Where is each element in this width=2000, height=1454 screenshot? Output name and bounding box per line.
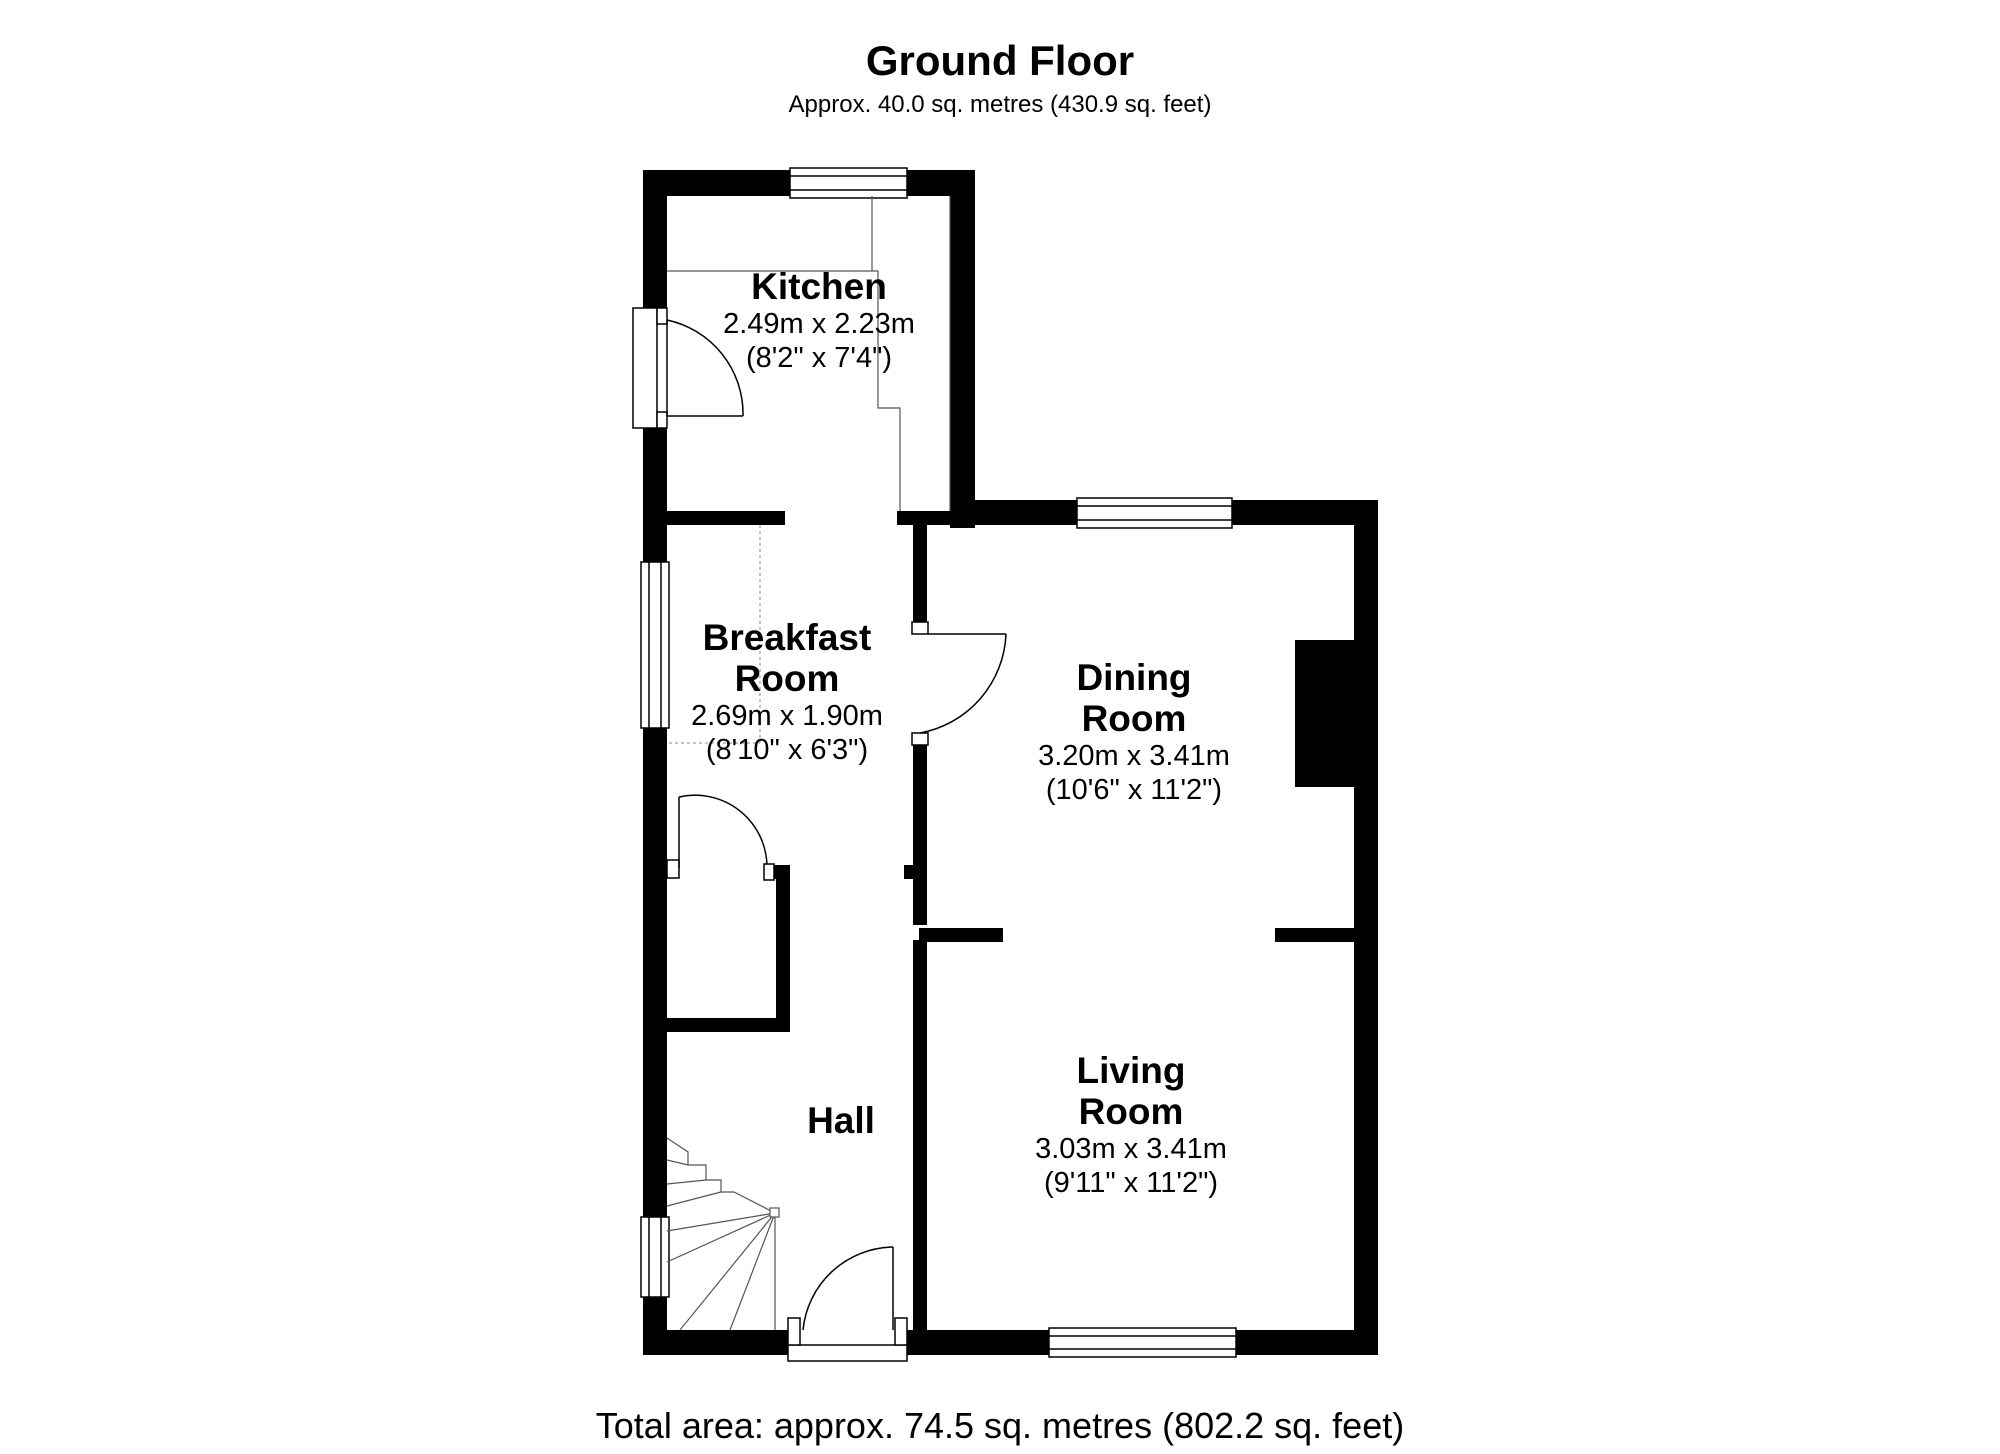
living-room-imperial: (9'11" x 11'2") <box>1043 1167 1219 1199</box>
dining-room-name-1: Dining <box>1076 657 1192 698</box>
breakfast-room-label: Breakfast Room 2.69m x 1.90m (8'10" x 6'… <box>691 617 883 767</box>
windows <box>640 167 1237 1358</box>
kitchen-worktops <box>667 196 951 511</box>
dining-room-imperial: (10'6" x 11'2") <box>1045 774 1223 806</box>
breakfast-boundary <box>669 525 761 744</box>
breakfast-window <box>640 561 670 729</box>
dining-door <box>911 621 1007 746</box>
front-door <box>787 1246 908 1362</box>
staircase <box>666 1137 780 1331</box>
breakfast-room-name-1: Breakfast <box>702 617 872 658</box>
total-area: Total area: approx. 74.5 sq. metres (802… <box>595 1405 1405 1446</box>
hall-label: Hall <box>807 1100 875 1141</box>
hall-name: Hall <box>807 1100 875 1141</box>
floor-area: Approx. 40.0 sq. metres (430.9 sq. feet) <box>788 91 1212 118</box>
cupboard-door <box>666 794 775 881</box>
breakfast-room-name-2: Room <box>734 658 840 699</box>
hall-window <box>640 1216 670 1298</box>
kitchen-window <box>789 167 908 199</box>
living-room-label: Living Room 3.03m x 3.41m (9'11" x 11'2"… <box>1035 1050 1227 1200</box>
breakfast-room-imperial: (8'10" x 6'3") <box>705 734 869 766</box>
breakfast-room-metric: 2.69m x 1.90m <box>691 700 883 732</box>
floor-title: Ground Floor <box>865 37 1135 84</box>
dining-room-name-2: Room <box>1081 698 1187 739</box>
doors <box>632 307 1007 1362</box>
living-window <box>1048 1327 1237 1358</box>
kitchen-label: Kitchen 2.49m x 2.23m (8'2" x 7'4") <box>723 266 915 375</box>
kitchen-door <box>632 307 744 429</box>
kitchen-metric: 2.49m x 2.23m <box>723 308 915 340</box>
dining-room-metric: 3.20m x 3.41m <box>1038 740 1230 772</box>
exterior-walls <box>643 170 1378 1355</box>
living-room-name-2: Room <box>1078 1091 1184 1132</box>
interior-walls <box>667 511 1354 1340</box>
dining-window <box>1076 497 1233 529</box>
living-room-metric: 3.03m x 3.41m <box>1035 1133 1227 1165</box>
kitchen-name: Kitchen <box>751 266 887 307</box>
living-room-name-1: Living <box>1076 1050 1186 1091</box>
kitchen-imperial: (8'2" x 7'4") <box>745 342 893 374</box>
dining-room-label: Dining Room 3.20m x 3.41m (10'6" x 11'2"… <box>1038 657 1230 807</box>
